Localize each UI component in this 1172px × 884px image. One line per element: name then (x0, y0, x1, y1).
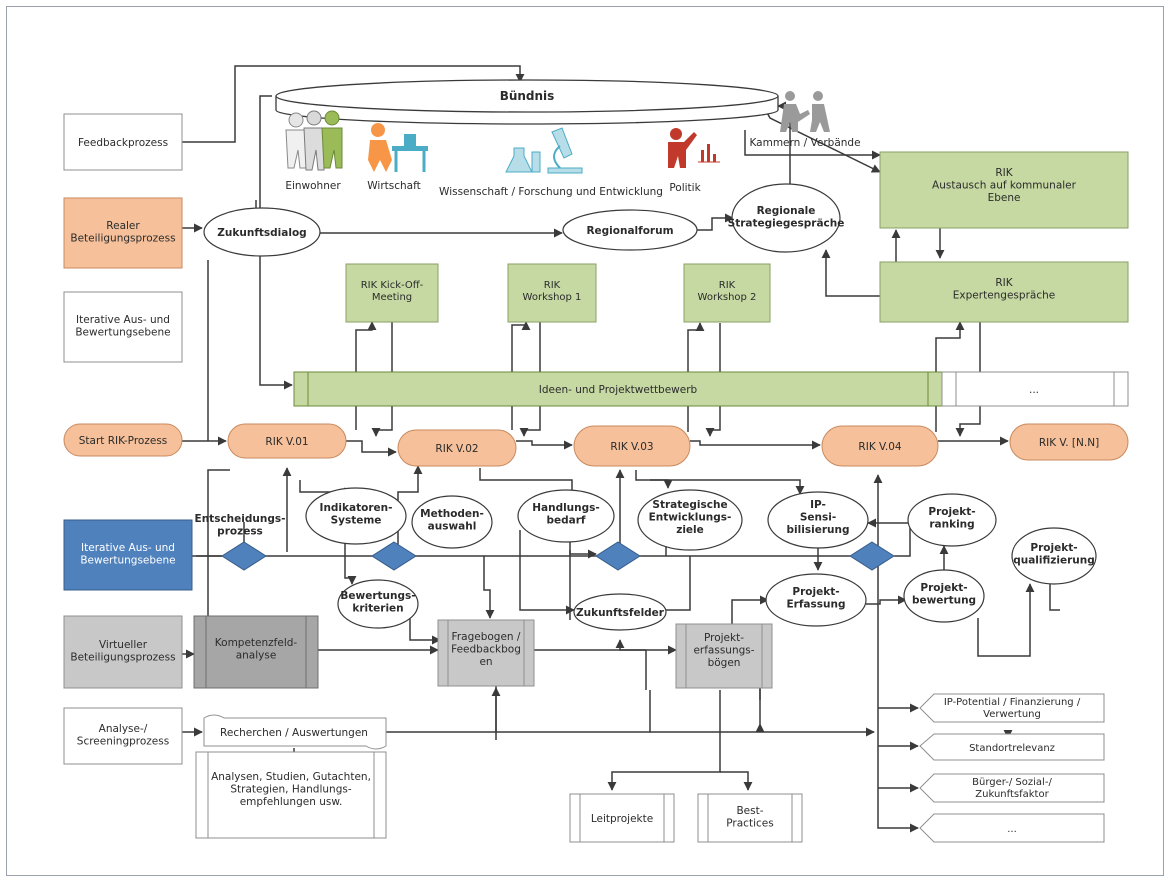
start-pill (63, 423, 183, 457)
wirtschaft-label: Wirtschaft (367, 180, 420, 192)
leitprojekte-label: Leitprojekte (591, 813, 653, 825)
kickoff-label: RIK Kick-Off-Meeting (361, 280, 424, 303)
realer-box (63, 197, 183, 269)
speaker-chart-icon (668, 128, 720, 168)
lab-microscope-icon (505, 127, 583, 174)
rik04-label: RIK V.04 (858, 441, 901, 453)
indikatoren-label: Indikatoren-Systeme (320, 502, 393, 527)
erfassung-label: Projekt-Erfassung (787, 586, 846, 611)
diamond-3 (595, 541, 641, 571)
process-boxes: Kompetenzfeld-analyse Fragebogen /Feedba… (193, 615, 803, 843)
bewertung-label: Projekt-bewertung (912, 582, 976, 607)
virtueller-box (63, 615, 183, 689)
buendnis-label: Bündnis (500, 89, 555, 103)
handlungs-label: Handlungs-bedarf (532, 502, 600, 527)
bewertungskrit-label: Bewertungs-kriterien (340, 590, 415, 615)
kompetenz-label: Kompetenzfeld-analyse (215, 637, 298, 662)
analyse-label: Analyse-/Screeningprozess (77, 723, 169, 748)
erfassungsboegen-label: Projekt-erfassungs-bögen (693, 632, 754, 669)
zukunftsdialog-label: Zukunftsdialog (217, 227, 306, 239)
right-tags: IP-Potential / Finanzierung /Verwertung … (919, 693, 1105, 843)
entscheidung-label: Entscheidungs-prozess (195, 513, 286, 538)
feedbackprozess-box (63, 113, 183, 171)
methoden-label: Methoden-auswahl (420, 508, 484, 533)
lower-ellipses: Indikatoren-Systeme Methoden-auswahl Han… (305, 487, 1097, 631)
handshake-people-icon (780, 91, 830, 132)
start-label: Start RIK-Prozess (79, 435, 168, 447)
diamond-4 (849, 541, 895, 571)
ideen-bar: Ideen- und Projektwettbewerb ... (293, 371, 1129, 407)
diamond-2 (371, 541, 417, 571)
qualifizierung-label: Projekt-qualifizierung (1013, 542, 1095, 567)
iterative-blue-box (63, 519, 193, 591)
best-label: Best-Practices (726, 805, 773, 830)
buendnis-cylinder: Bündnis (275, 79, 779, 125)
iterative-white-box (63, 291, 183, 363)
zukunftsfelder-label: Zukunftsfelder (576, 607, 665, 619)
rik01-label: RIK V.01 (265, 436, 308, 448)
ranking-label: Projekt-ranking (928, 506, 975, 531)
regionalforum-label: Regionalforum (586, 225, 673, 237)
ideen-more-label: ... (1029, 384, 1039, 396)
standort-label: Standortrelevanz (969, 743, 1055, 754)
worker-icon (368, 123, 428, 172)
rik-pills: RIK V.01 RIK V.02 RIK V.03 RIK V.04 RIK … (227, 423, 1129, 467)
wissenschaft-label: Wissenschaft / Forschung und Entwicklung (439, 186, 663, 198)
more-label: ... (1007, 824, 1017, 835)
analyse-box (63, 707, 183, 765)
rik03-label: RIK V.03 (610, 441, 653, 453)
einwohner-label: Einwohner (285, 180, 341, 192)
politik-label: Politik (669, 182, 701, 194)
buerger-label: Bürger-/ Sozial-/Zukunftsfaktor (972, 777, 1052, 800)
riknn-label: RIK V. [N.N] (1039, 437, 1099, 449)
feedbackprozess-label: Feedbackprozess (78, 137, 168, 149)
people-group-icon (285, 110, 343, 171)
ip-potential-label: IP-Potential / Finanzierung /Verwertung (944, 697, 1081, 720)
ideen-label: Ideen- und Projektwettbewerb (539, 384, 698, 396)
ip-sensi-label: IP-Sensi-bilisierung (787, 499, 850, 536)
recherchen-label: Recherchen / Auswertungen (220, 727, 368, 739)
kammern-label: Kammern / Verbände (749, 137, 860, 149)
diamond-1 (221, 541, 267, 571)
decision-diamonds (221, 541, 895, 571)
rik02-label: RIK V.02 (435, 443, 478, 455)
analysen-label: Analysen, Studien, Gutachten,Strategien,… (211, 771, 371, 808)
